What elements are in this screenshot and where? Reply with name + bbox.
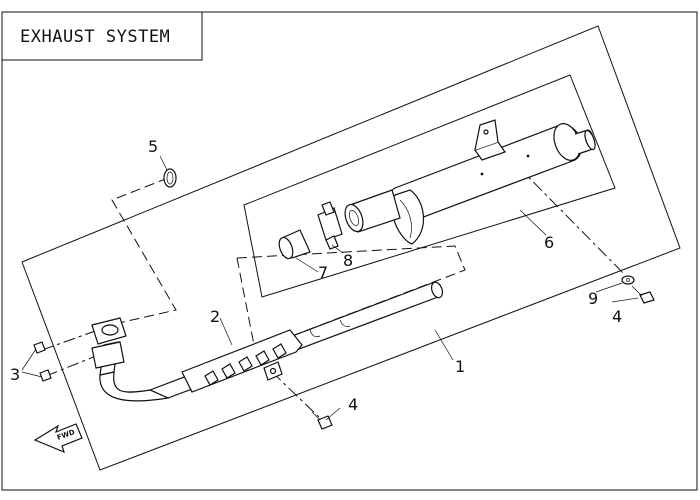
callout-4-bottom: 4 — [348, 395, 358, 414]
callout-7: 7 — [318, 263, 328, 282]
callout-2: 2 — [210, 307, 220, 326]
dashed-group-7-8 — [236, 245, 466, 351]
exhaust-sleeve — [278, 229, 311, 260]
callout-9: 9 — [588, 289, 598, 308]
leader-dashed-4 — [271, 371, 323, 421]
callout-5: 5 — [148, 137, 158, 156]
callout-4-right: 4 — [612, 307, 622, 326]
callout-1: 1 — [455, 357, 465, 376]
nuts-3 — [33, 341, 52, 382]
callout-3: 3 — [10, 365, 20, 384]
diagram-title: EXHAUST SYSTEM — [20, 27, 170, 47]
header-pipe — [91, 281, 444, 402]
gasket-5 — [163, 168, 177, 188]
title-box: EXHAUST SYSTEM — [1, 11, 203, 61]
leader-lines — [21, 155, 639, 421]
bolt-4-bottom — [311, 411, 333, 430]
exhaust-clamp — [317, 201, 343, 250]
callout-8: 8 — [343, 251, 353, 270]
muffler-bracket — [474, 141, 506, 161]
bolt-4-right — [631, 285, 655, 304]
leader-dashed-5 — [109, 177, 177, 326]
washer-9 — [621, 275, 635, 285]
leader-dashed-3 — [41, 329, 99, 377]
fwd-arrow: FWD — [33, 423, 83, 454]
muffler — [387, 119, 596, 245]
callout-6: 6 — [544, 233, 554, 252]
assembly-6-boundary — [243, 74, 616, 298]
outer-frame — [1, 11, 698, 491]
assembly-1-boundary — [21, 25, 681, 471]
muffler-inlet-pipe — [344, 189, 401, 233]
